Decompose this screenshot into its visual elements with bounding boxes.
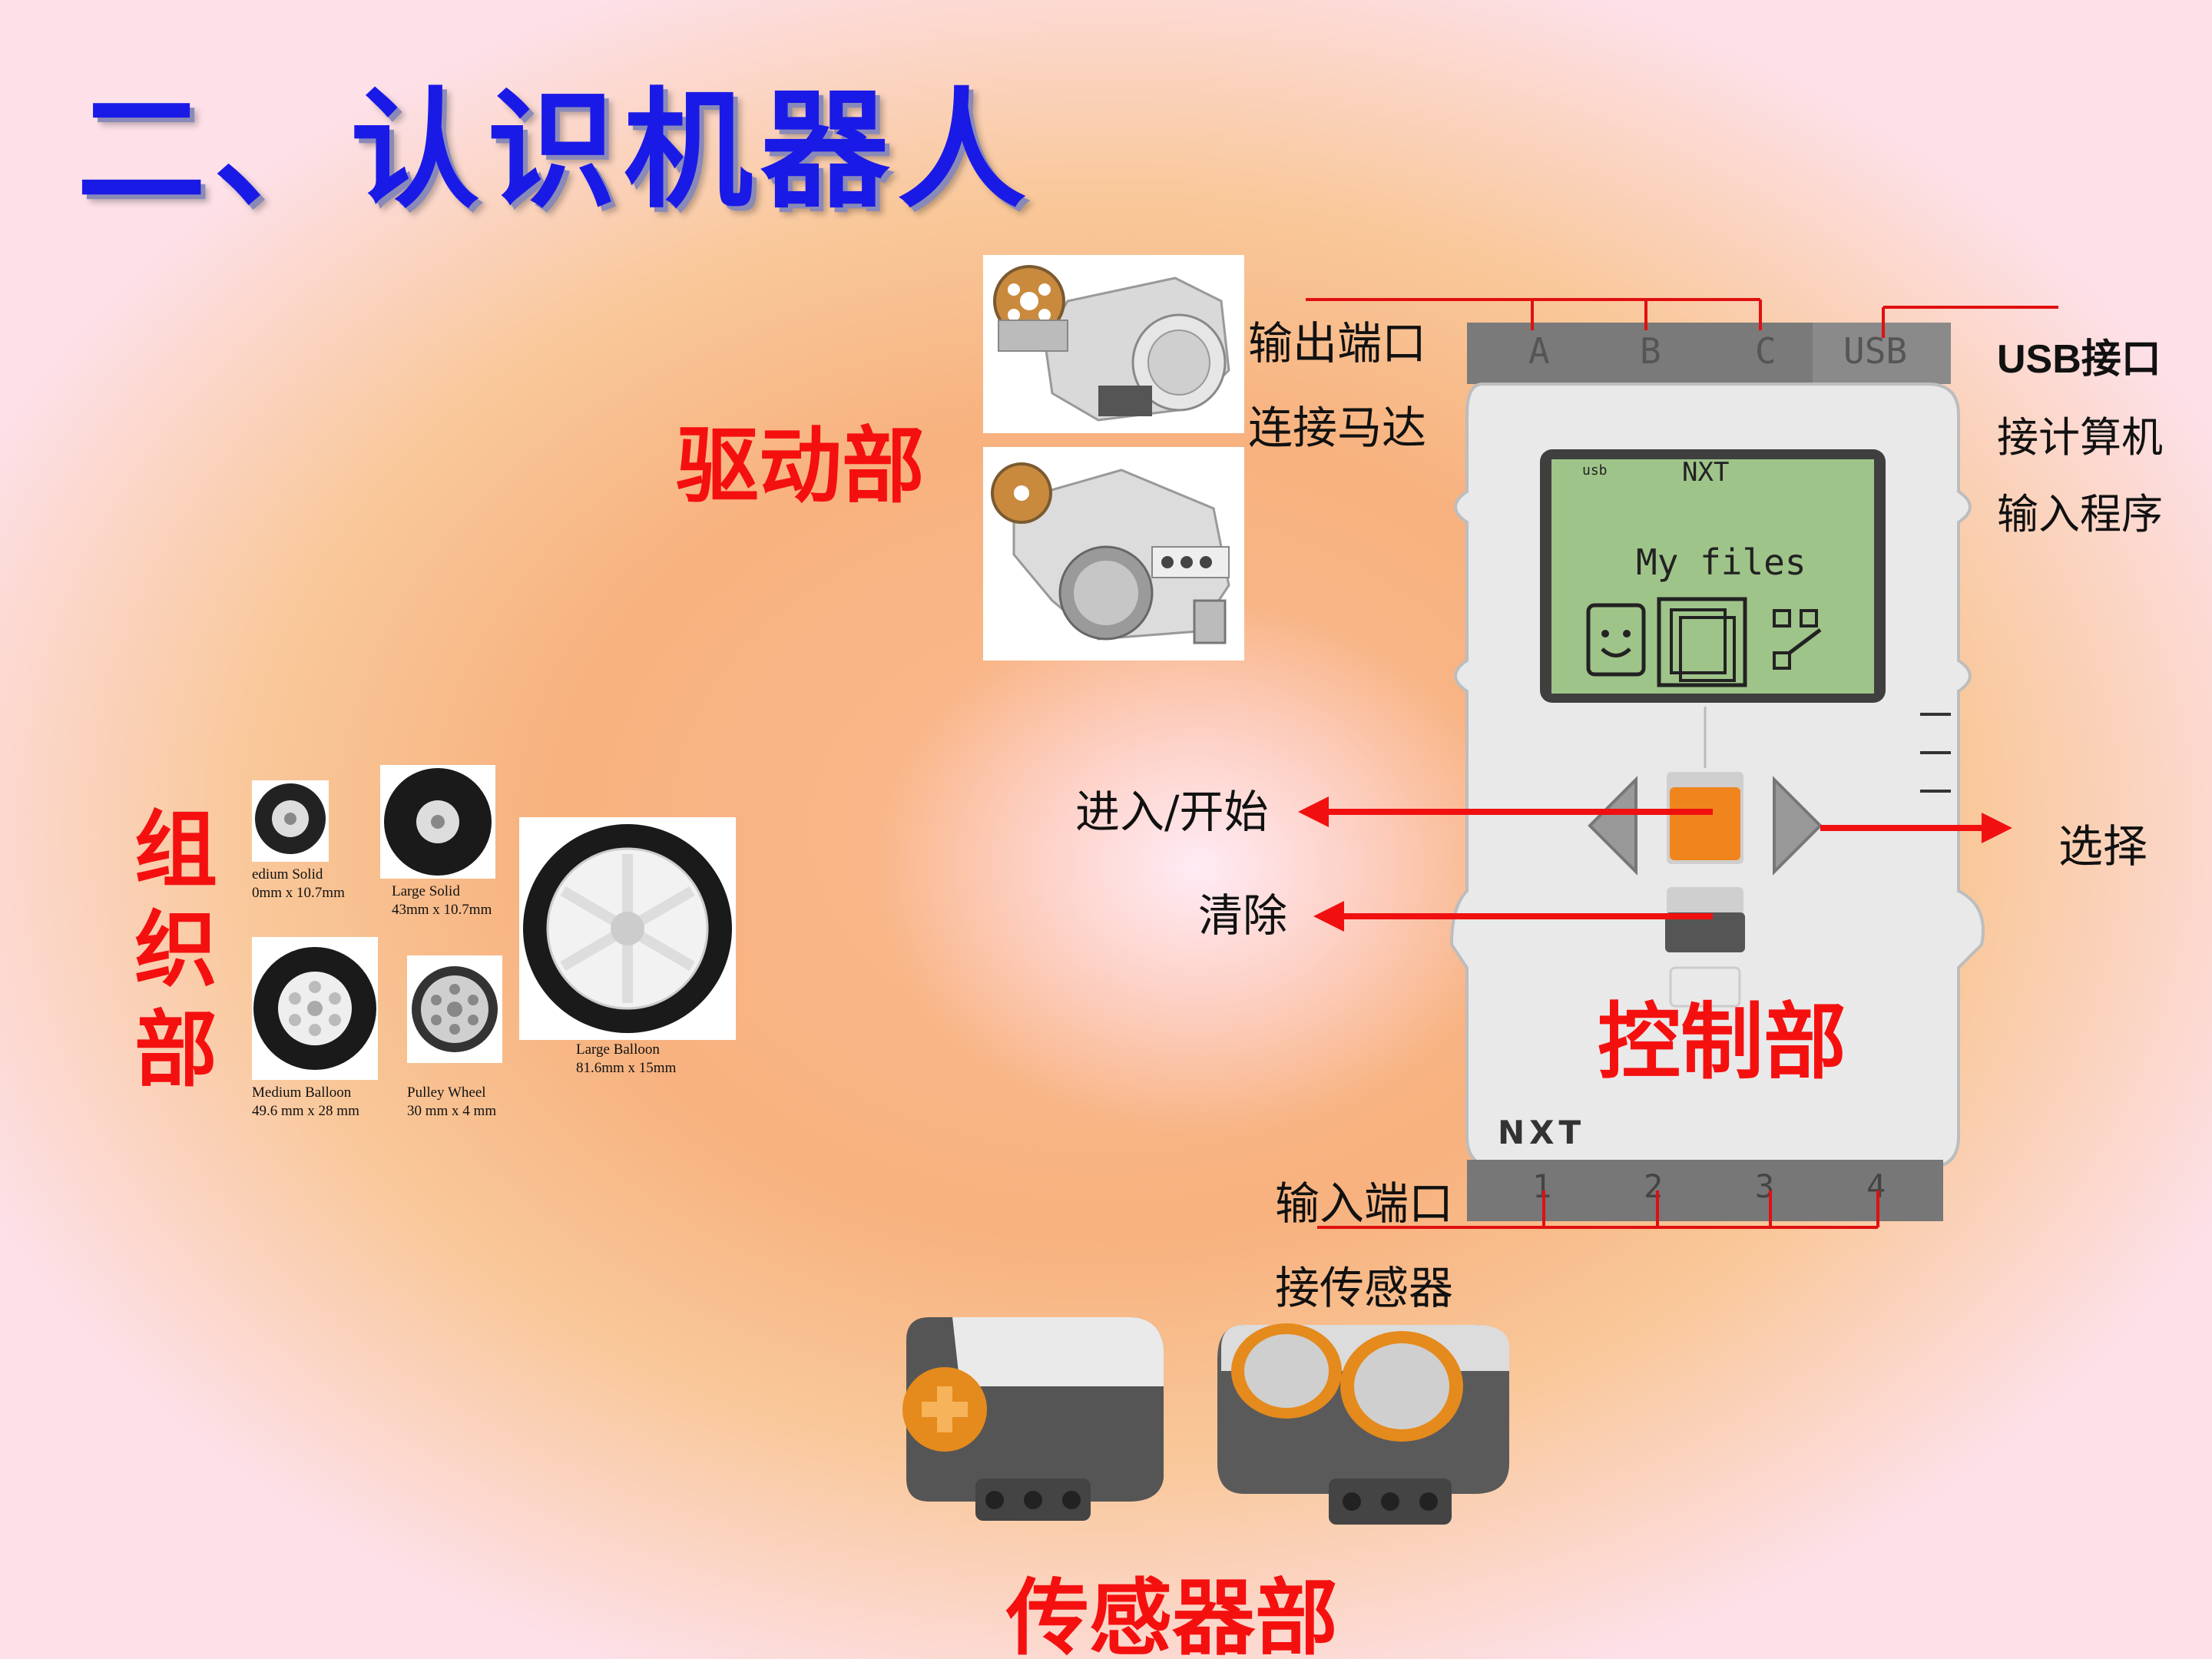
motor-image-2 xyxy=(983,447,1244,661)
wheel-pulley-size: 30 mm x 4 mm xyxy=(407,1103,497,1119)
structure-section-label-char-2: 织 xyxy=(134,902,218,998)
slide-title: 二、认识机器人 xyxy=(77,75,1034,226)
connect-motor-label: 连接马达 xyxy=(1248,402,1427,454)
output-port-label: 输出端口 xyxy=(1248,317,1427,369)
wheel-icon xyxy=(253,947,376,1070)
nxt-screen-title: NXT xyxy=(1682,457,1730,488)
enter-start-label: 进入/开始 xyxy=(1075,786,1269,838)
sensor-section-label: 传感器部 xyxy=(1006,1571,1339,1659)
structure-section-label-char-1: 组 xyxy=(134,803,218,899)
connect-sensor-label: 接传感器 xyxy=(1275,1262,1454,1314)
nxt-usb-port: USB xyxy=(1843,330,1908,372)
touch-sensor xyxy=(899,1302,1175,1525)
wheel-icon xyxy=(412,966,498,1052)
wheel-medium-solid-size: 0mm x 10.7mm xyxy=(252,885,345,901)
usb-port-label: USB接口 xyxy=(1997,337,2161,382)
wheel-pulley xyxy=(407,955,502,1063)
nxt-top-port-c: C xyxy=(1755,330,1777,372)
touch-sensor-illustration xyxy=(902,1317,1164,1521)
wheel-icon xyxy=(384,768,492,876)
nxt-input-port-4: 4 xyxy=(1866,1167,1886,1205)
nxt-top-port-a: A xyxy=(1528,330,1550,372)
wheel-large-balloon-name: Large Balloon xyxy=(576,1041,660,1058)
wheel-medium-balloon xyxy=(252,937,378,1080)
nxt-input-port-2: 2 xyxy=(1644,1167,1664,1205)
clear-label: 清除 xyxy=(1198,889,1288,942)
wheel-medium-balloon-name: Medium Balloon xyxy=(252,1084,352,1101)
structure-section-label-char-3: 部 xyxy=(134,1002,218,1098)
wheel-large-solid-name: Large Solid xyxy=(392,883,460,899)
wheel-medium-balloon-size: 49.6 mm x 28 mm xyxy=(252,1103,359,1119)
nxt-screen-menu-label: My files xyxy=(1636,541,1806,583)
connect-computer-label: 接计算机 xyxy=(1997,413,2163,462)
wheel-icon xyxy=(255,783,326,854)
input-port-label: 输入端口 xyxy=(1275,1177,1454,1230)
wheel-large-balloon xyxy=(519,817,736,1040)
wheel-large-balloon-size: 81.6mm x 15mm xyxy=(576,1060,677,1076)
nxt-brick-illustration xyxy=(1449,323,1985,1221)
nxt-input-port-1: 1 xyxy=(1532,1167,1552,1205)
wheel-medium-solid-name: edium Solid xyxy=(252,866,323,882)
select-label: 选择 xyxy=(2058,820,2148,873)
wheel-icon xyxy=(523,824,732,1033)
motor-image-1 xyxy=(983,255,1244,433)
nxt-top-port-b: B xyxy=(1640,330,1661,372)
drive-section-label: 驱动部 xyxy=(676,419,926,515)
input-program-label: 输入程序 xyxy=(1997,490,2163,538)
wheel-medium-solid xyxy=(252,780,329,862)
ultrasonic-sensor-illustration xyxy=(1217,1323,1509,1525)
ultrasonic-sensor xyxy=(1214,1302,1513,1532)
wheel-large-solid-size: 43mm x 10.7mm xyxy=(392,902,492,918)
control-section-label: 控制部 xyxy=(1598,995,1847,1091)
motor-illustration xyxy=(991,462,1230,644)
wheel-pulley-name: Pulley Wheel xyxy=(407,1084,486,1101)
nxt-screen-usb-status: usb xyxy=(1582,462,1608,478)
wheel-large-solid xyxy=(380,765,495,879)
nxt-brick: A B C USB usb NXT My files NXT 1 2 3 4 xyxy=(1449,307,1985,1229)
nxt-brand-logo: NXT xyxy=(1498,1114,1586,1151)
motor-illustration xyxy=(993,265,1230,422)
